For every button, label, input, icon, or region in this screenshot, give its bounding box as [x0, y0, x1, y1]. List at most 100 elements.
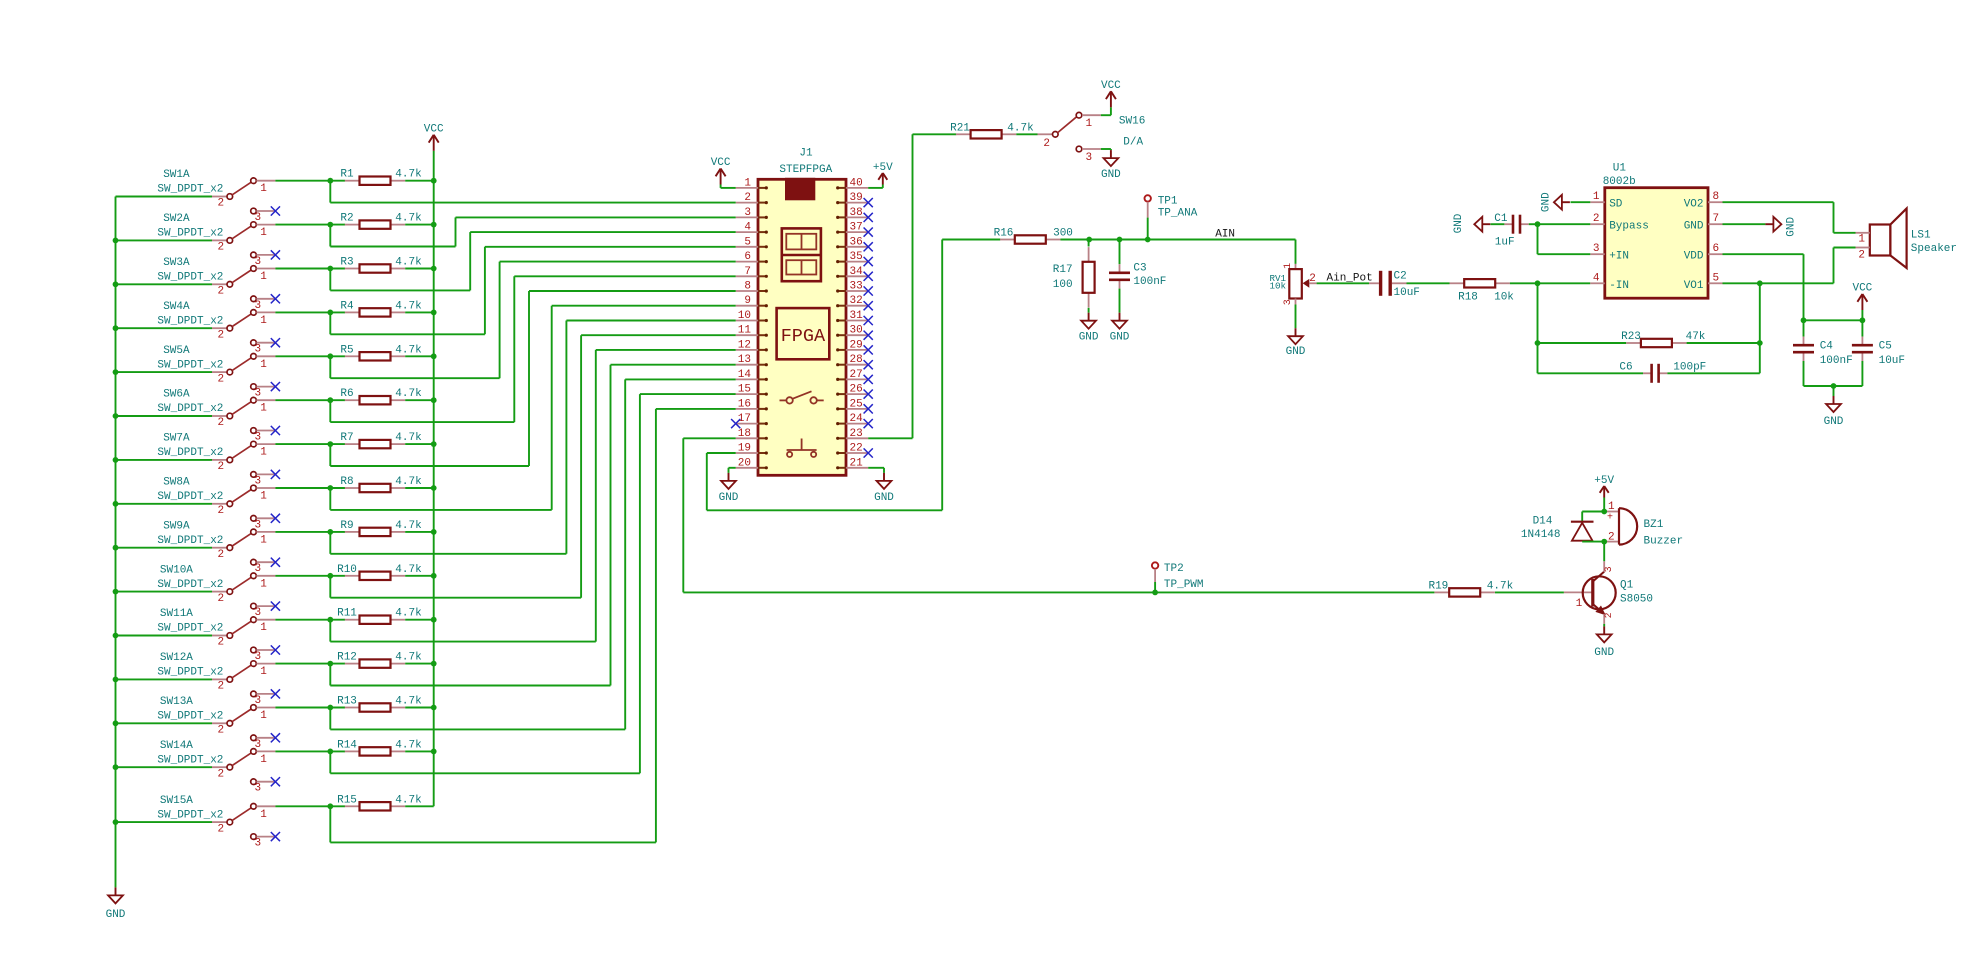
- svg-text:R19: R19: [1428, 580, 1448, 592]
- svg-text:3: 3: [255, 212, 262, 224]
- svg-text:19: 19: [738, 443, 751, 455]
- svg-text:2: 2: [218, 637, 225, 649]
- svg-text:4.7k: 4.7k: [395, 564, 422, 576]
- svg-text:+: +: [1607, 513, 1613, 524]
- svg-text:21: 21: [850, 457, 864, 469]
- svg-text:3: 3: [255, 838, 262, 850]
- svg-text:SW12A: SW12A: [160, 652, 193, 664]
- svg-text:R4: R4: [340, 300, 354, 312]
- svg-text:SW7A: SW7A: [163, 433, 190, 445]
- svg-text:TP2: TP2: [1164, 563, 1184, 575]
- svg-text:Speaker: Speaker: [1911, 243, 1957, 255]
- svg-text:7: 7: [1713, 213, 1720, 225]
- svg-text:4: 4: [1593, 272, 1600, 284]
- svg-text:1uF: 1uF: [1495, 236, 1515, 248]
- svg-text:11: 11: [738, 325, 752, 337]
- svg-text:1: 1: [260, 447, 267, 459]
- svg-text:10uF: 10uF: [1394, 287, 1420, 299]
- svg-text:Buzzer: Buzzer: [1644, 535, 1684, 547]
- svg-text:1: 1: [260, 271, 267, 283]
- svg-text:R18: R18: [1458, 291, 1478, 303]
- svg-text:1: 1: [1608, 501, 1615, 513]
- svg-text:2: 2: [218, 286, 225, 298]
- svg-text:AIN: AIN: [1215, 229, 1235, 241]
- svg-text:R13: R13: [337, 696, 357, 708]
- svg-text:SW9A: SW9A: [163, 520, 190, 532]
- svg-text:GND: GND: [1541, 192, 1553, 212]
- svg-text:3: 3: [255, 344, 262, 356]
- svg-text:4.7k: 4.7k: [395, 739, 422, 751]
- svg-text:TP_PWM: TP_PWM: [1164, 579, 1204, 591]
- svg-text:7: 7: [744, 266, 751, 278]
- svg-text:34: 34: [850, 266, 864, 278]
- svg-text:2: 2: [218, 549, 225, 561]
- svg-text:SW14A: SW14A: [160, 740, 193, 752]
- svg-text:1: 1: [260, 809, 267, 821]
- svg-text:GND: GND: [1079, 332, 1099, 344]
- svg-text:Q1: Q1: [1620, 580, 1634, 592]
- svg-text:4.7k: 4.7k: [395, 344, 422, 356]
- svg-text:1: 1: [1283, 263, 1294, 269]
- svg-text:9: 9: [744, 295, 751, 307]
- svg-text:2: 2: [744, 192, 751, 204]
- svg-text:1: 1: [260, 578, 267, 590]
- svg-text:1: 1: [260, 359, 267, 371]
- svg-text:SW11A: SW11A: [160, 608, 193, 620]
- svg-text:C6: C6: [1619, 362, 1632, 374]
- svg-text:4.7k: 4.7k: [395, 388, 422, 400]
- svg-text:3: 3: [744, 207, 751, 219]
- svg-text:R23: R23: [1621, 331, 1641, 343]
- svg-text:30: 30: [850, 325, 863, 337]
- svg-text:8: 8: [744, 281, 751, 293]
- svg-text:33: 33: [850, 281, 863, 293]
- svg-text:16: 16: [738, 398, 751, 410]
- svg-text:SW_DPDT_x2: SW_DPDT_x2: [157, 754, 223, 766]
- svg-text:C1: C1: [1494, 213, 1508, 225]
- svg-text:SW10A: SW10A: [160, 564, 193, 576]
- svg-text:3: 3: [255, 388, 262, 400]
- svg-text:SW_DPDT_x2: SW_DPDT_x2: [157, 272, 223, 284]
- svg-text:2: 2: [218, 725, 225, 737]
- svg-text:SW_DPDT_x2: SW_DPDT_x2: [157, 359, 223, 371]
- svg-text:GND: GND: [1453, 213, 1465, 233]
- svg-text:R8: R8: [340, 476, 353, 488]
- svg-text:SW_DPDT_x2: SW_DPDT_x2: [157, 315, 223, 327]
- svg-text:C3: C3: [1133, 263, 1146, 275]
- svg-text:3: 3: [255, 695, 262, 707]
- svg-text:VCC: VCC: [711, 157, 731, 169]
- svg-text:100nF: 100nF: [1820, 355, 1853, 367]
- svg-text:4.7k: 4.7k: [395, 608, 422, 620]
- svg-text:FPGA: FPGA: [781, 326, 826, 347]
- svg-text:+5V: +5V: [1594, 475, 1614, 487]
- svg-text:4.7k: 4.7k: [395, 257, 422, 269]
- svg-text:27: 27: [850, 369, 863, 381]
- svg-text:22: 22: [850, 443, 863, 455]
- svg-text:SW1A: SW1A: [163, 169, 190, 181]
- svg-text:R16: R16: [994, 228, 1014, 240]
- svg-text:VDD: VDD: [1684, 251, 1704, 263]
- svg-text:1: 1: [260, 227, 267, 239]
- svg-text:4.7k: 4.7k: [395, 520, 422, 532]
- svg-text:GND: GND: [1594, 647, 1614, 659]
- svg-text:2: 2: [218, 417, 225, 429]
- svg-text:4.7k: 4.7k: [395, 652, 422, 664]
- svg-text:26: 26: [850, 384, 863, 396]
- svg-text:2: 2: [218, 242, 225, 254]
- svg-text:8: 8: [1713, 191, 1720, 203]
- svg-text:R17: R17: [1053, 264, 1073, 276]
- svg-text:47k: 47k: [1686, 331, 1706, 343]
- svg-text:2: 2: [218, 823, 225, 835]
- svg-text:SW5A: SW5A: [163, 345, 190, 357]
- svg-text:C4: C4: [1820, 340, 1834, 352]
- svg-text:1: 1: [260, 403, 267, 415]
- svg-text:4.7k: 4.7k: [395, 213, 422, 225]
- svg-text:GND: GND: [1101, 169, 1121, 181]
- svg-text:4.7k: 4.7k: [395, 696, 422, 708]
- svg-text:R12: R12: [337, 652, 357, 664]
- svg-text:2: 2: [218, 329, 225, 341]
- svg-text:12: 12: [738, 339, 751, 351]
- svg-text:U1: U1: [1613, 162, 1627, 174]
- svg-text:GND: GND: [1684, 221, 1704, 233]
- svg-text:5: 5: [744, 236, 751, 248]
- svg-text:SW6A: SW6A: [163, 389, 190, 401]
